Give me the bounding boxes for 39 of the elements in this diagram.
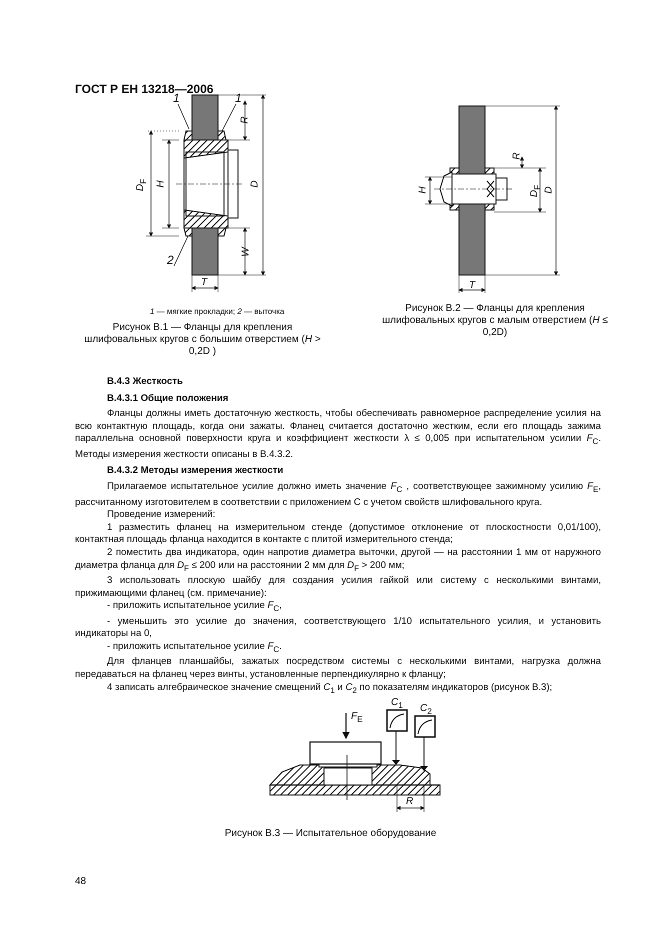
paragraph: 2 поместить два индикатора, один напротив диаметра выточки, другой — на расстоянии 1 мм от наружного диаметра фланца для D$_{F}$ ≤ 200 или на расстоянии 2 мм для D$_{F}$ > 200 мм; — [75, 546, 601, 574]
paragraph: - приложить испытательное усилие F$_{C}$. — [106, 640, 283, 656]
dimension-label: W — [240, 247, 253, 257]
indicator-label: C$_{1}$ — [391, 697, 403, 711]
paragraph: - приложить испытательное усилие F$_{C}$, — [106, 600, 283, 616]
dimension-label: T — [469, 280, 476, 292]
figure-caption: Рисунок В.3 — Испытательное оборудование — [224, 828, 438, 840]
dimension-label: R — [512, 152, 524, 160]
dimension-label: H — [418, 186, 430, 194]
figure-key: 1 — мягкие прокладки; 2 — выточка — [150, 306, 284, 318]
dimension-label: H — [156, 180, 168, 188]
paragraph: 4 записать алгебраическое значение смещений C$_{1}$ и C$_{2}$ по показателям индикаторов (рисунок В.3); — [106, 682, 554, 696]
paragraph: 3 использовать плоскую шайбу для создания усилия гайкой или систему с несколькими винтами, прижимающими фланец (см. примечание): — [75, 575, 601, 600]
dimension-label: R — [406, 796, 414, 808]
paragraph: Проведение измерений: — [106, 509, 216, 522]
dimension-label: R — [240, 116, 252, 124]
callout-number: 1 — [234, 92, 243, 104]
section-heading: В.4.3.2 Методы измерения жесткости — [106, 465, 284, 478]
figure-caption: Рисунок В.1 — Фланцы для крепления шлифовальных кругов с большим отверстием (H > 0,2D ) — [83, 322, 322, 358]
paragraph: - уменьшить это усилие до значения, соответствующего 1/10 испытательного усилия, и установить индикаторы на 0, — [75, 616, 601, 641]
leader-line — [174, 236, 188, 266]
paragraph: Прилагаемое испытательное усилие должно иметь значение F$_{C}$ , соответствующее зажимному усилию F$_{E}$, рассчитанному изготовителем в соответствии с приложением С с учетом свойств шлифовального круга. — [75, 481, 601, 510]
leader-line — [178, 104, 190, 130]
paragraph: 1 разместить фланец на измерительном стенде (допустимое отклонение от плоскостности 0,01/100), контактная площадь фланца находится в контакте с плитой измерительного стенда; — [75, 522, 601, 547]
leader-line — [222, 104, 236, 132]
paragraph: Для фланцев планшайбы, зажатых посредством системы с несколькими винтами, нагрузка должна передаваться на фланец через винты, установленные перпендикулярно к фланцу; — [75, 656, 601, 682]
callout-number: 2 — [166, 254, 175, 266]
force-label: F$_{E}$ — [351, 711, 363, 725]
dimension-label: D — [544, 186, 556, 194]
page-number: 48 — [75, 876, 86, 888]
section-heading: В.4.3.1 Общие положения — [106, 392, 230, 406]
page-header: ГОСТ Р ЕН 13218—2006 — [75, 83, 214, 95]
dimension-label: D — [250, 180, 262, 188]
paragraph: Фланцы должны иметь достаточную жесткость, чтобы обеспечивать равномерное распределение усилия на всю контактную площадь, когда они зажаты. Фланец считается достаточно жестким, если его площадь зажима параллельна основной поверхности круга и коэффициент жесткости λ ≤ 0,005 при испытательном усилии F$_{C}$. Методы измерения жесткости описаны в В.4.3.2. — [75, 408, 601, 462]
indicator-label: C$_{2}$ — [420, 703, 432, 717]
section-heading: В.4.3 Жесткость — [106, 376, 184, 389]
dimension-label: T — [201, 277, 208, 289]
callout-number: 1 — [172, 92, 181, 104]
figure-caption: Рисунок В.2 — Фланцы для крепления шлифовальных кругов с малым отверстием (H ≤ 0,2D) — [381, 303, 609, 339]
